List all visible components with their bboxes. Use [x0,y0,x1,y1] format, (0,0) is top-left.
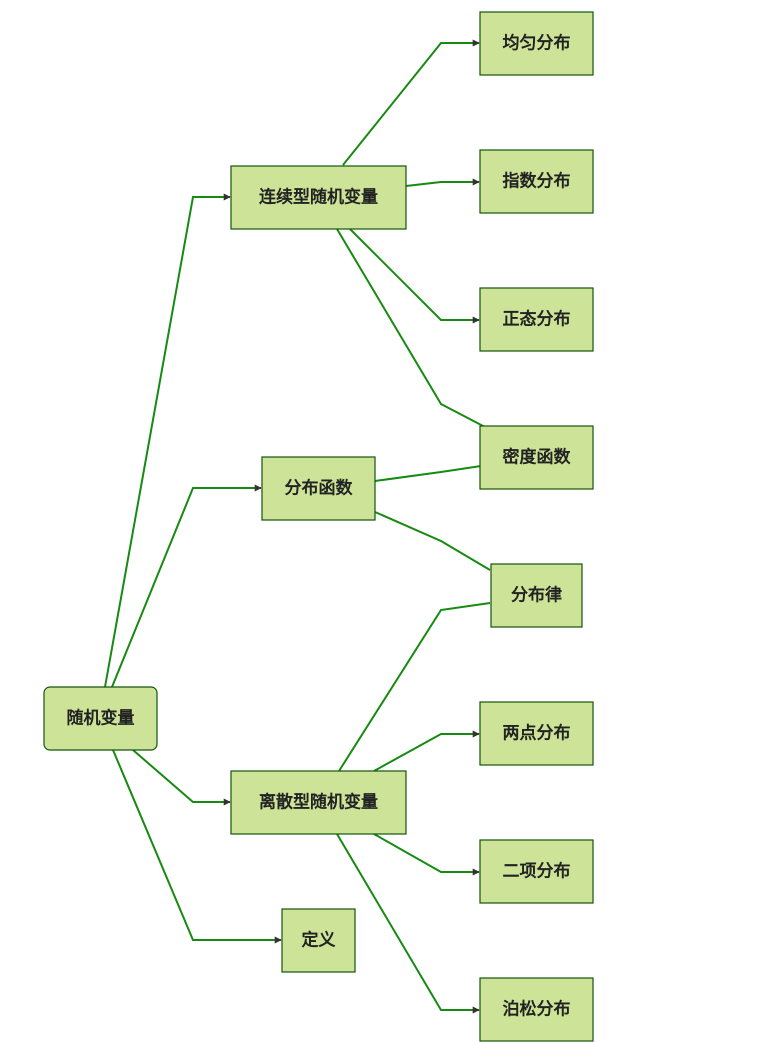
edge-discrete-to-poisson [336,833,480,1014]
node-two-point-label: 两点分布 [503,723,571,744]
edge-root-to-cdf [111,484,262,688]
node-definition-label: 定义 [302,930,336,951]
node-cdf: 分布函数 [261,456,376,521]
node-uniform: 均匀分布 [479,11,594,76]
edge-root-to-continuous [104,193,231,688]
node-density: 密度函数 [479,425,594,490]
edge-continuous-to-density [336,228,486,428]
node-exponential-label: 指数分布 [503,171,571,192]
node-root-label: 随机变量 [67,708,135,729]
node-discrete: 离散型随机变量 [230,770,407,835]
edge-discrete-to-binomial [373,833,480,876]
edge-continuous-to-normal [349,228,480,324]
node-normal-label: 正态分布 [503,309,571,330]
node-cdf-label: 分布函数 [285,478,354,499]
edge-discrete-to-two-point [373,730,480,772]
edge-continuous-to-exponential [405,178,480,187]
edge-root-to-definition [112,749,282,944]
edge-root-to-discrete [132,749,231,806]
node-pmf-label: 分布律 [511,585,562,606]
node-poisson-label: 泊松分布 [503,999,571,1020]
node-density-label: 密度函数 [503,447,572,468]
node-two-point: 两点分布 [479,701,594,766]
node-pmf: 分布律 [490,563,583,628]
node-definition: 定义 [281,908,356,973]
node-uniform-label: 均匀分布 [503,33,571,54]
node-discrete-label: 离散型随机变量 [259,792,378,813]
node-root: 随机变量 [43,686,158,751]
node-binomial-label: 二项分布 [503,861,571,882]
node-continuous-label: 连续型随机变量 [259,187,378,208]
edge-continuous-to-uniform [342,39,480,166]
edge-discrete-to-pmf [338,602,491,772]
node-poisson: 泊松分布 [479,977,594,1042]
edge-cdf-to-density [374,465,482,482]
node-continuous: 连续型随机变量 [230,165,407,230]
node-binomial: 二项分布 [479,839,594,904]
edge-cdf-to-pmf [374,511,491,571]
node-normal: 正态分布 [479,287,594,352]
node-exponential: 指数分布 [479,149,594,214]
